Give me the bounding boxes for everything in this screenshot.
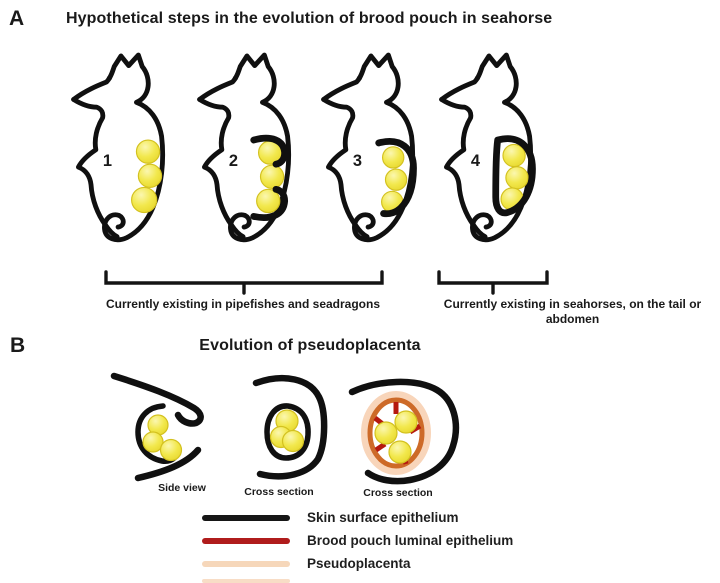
pouch-flaps	[250, 134, 289, 221]
egg-cluster	[374, 410, 418, 464]
seahorse-drawing: 2	[188, 52, 304, 260]
skin-surface	[252, 374, 328, 480]
pouch-nearly-closed	[375, 138, 417, 218]
bracket-pipefishes-label: Currently existing in pipefishes and sea…	[105, 297, 381, 311]
pseudoplacenta-ring	[361, 391, 431, 475]
seahorse-stage-3: 3	[312, 52, 428, 260]
seahorse-drawing: 3	[312, 52, 417, 260]
view-label-cross-1: Cross section	[244, 486, 314, 498]
view-label-side: Side view	[158, 482, 206, 494]
panel-b-label: B	[10, 334, 26, 357]
egg-cluster	[256, 140, 285, 214]
legend-label-luminal: Brood pouch luminal epithelium	[307, 533, 514, 548]
crosssection-diagram-2	[348, 378, 460, 485]
pouch-closed	[492, 135, 536, 217]
view-label-cross-2: Cross section	[363, 487, 433, 499]
bracket-seahorses-label: Currently existing in seahorses, on the …	[443, 297, 702, 326]
bracket-pipefishes	[104, 270, 384, 295]
legend-swatch-skin	[202, 515, 290, 521]
legend-swatch-luminal	[202, 538, 290, 544]
skin-fold-bottom	[134, 446, 202, 482]
panel-b-title: Evolution of pseudoplacenta	[199, 337, 421, 354]
egg-cluster	[381, 146, 408, 214]
skin-surface	[348, 378, 460, 485]
seahorse-stage-2: 2	[188, 52, 304, 260]
stage-number: 4	[471, 152, 481, 170]
bracket-seahorses	[437, 270, 549, 295]
egg-cluster	[131, 139, 163, 214]
stage-number: 1	[103, 152, 112, 170]
seahorse-drawing: 4	[430, 52, 536, 260]
stage-number: 2	[229, 152, 238, 170]
panel-a-label: A	[9, 7, 25, 30]
egg-cluster	[142, 414, 183, 462]
pouch-wall	[264, 403, 311, 461]
skin-fold-top	[110, 372, 204, 427]
legend-label-pseudoplacenta: Pseudoplacenta	[307, 556, 411, 571]
legend-swatch-cutoff	[202, 579, 290, 583]
legend-label-skin: Skin surface epithelium	[307, 510, 459, 525]
egg-cluster	[500, 143, 529, 211]
legend-swatch-pseudoplacenta	[202, 561, 290, 567]
pouch-wall-ring	[367, 397, 425, 469]
seahorse-stage-4: 4	[430, 52, 546, 260]
sideview-diagram	[110, 372, 204, 482]
crosssection-diagram-1	[252, 374, 328, 480]
stage-number: 3	[353, 152, 362, 170]
panel-a-title: Hypothetical steps in the evolution of b…	[66, 10, 553, 27]
egg-cluster	[269, 409, 305, 453]
seahorse-stage-1: 1	[62, 52, 178, 260]
seahorse-drawing: 1	[62, 52, 178, 260]
